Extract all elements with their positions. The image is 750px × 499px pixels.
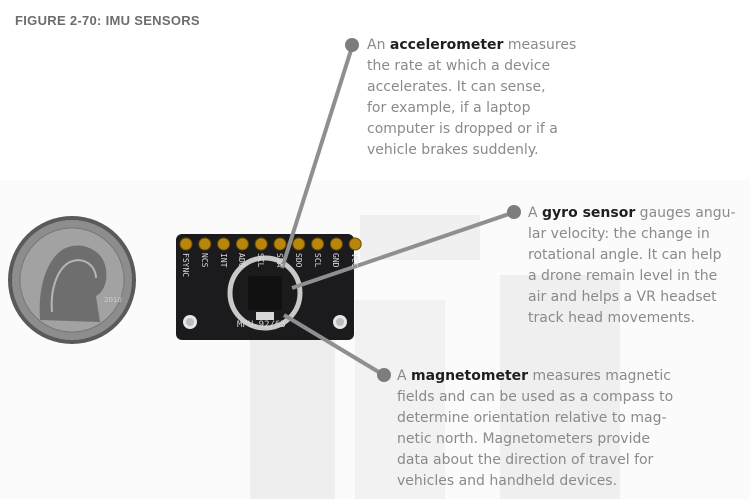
magnetometer-line-2: determine orientation relative to mag- [397, 408, 673, 429]
magnetometer-callout: A magnetometer measures magnetic fields … [397, 366, 673, 492]
pin-label: FSYNC [181, 253, 190, 277]
pin-label: SCL [256, 253, 265, 267]
gyro-lead: A [528, 205, 542, 221]
header-pin [293, 238, 305, 250]
magnetometer-line-4: data about the direction of travel for [397, 450, 673, 471]
magnetometer-line-1: fields and can be used as a compass to [397, 387, 673, 408]
pin-label: SDO [294, 253, 303, 267]
pin-label: ADO [237, 253, 246, 267]
header-pin [218, 238, 230, 250]
penny-coin [8, 216, 136, 344]
magnetometer-dot [377, 368, 391, 382]
coin-year: 2010 [104, 296, 122, 304]
pin-label: SDA [275, 253, 284, 267]
pin-label: VCC [350, 253, 359, 267]
accelerometer-dot [345, 38, 359, 52]
header-pin [274, 238, 286, 250]
board-model-label: MPU-92/65 [237, 320, 286, 330]
gyro-line-2: rotational angle. It can help [528, 245, 736, 266]
magnetometer-term: magnetometer [411, 368, 528, 384]
pin-label: INT [219, 253, 228, 267]
accelerometer-lead: An [367, 37, 390, 53]
magnetometer-line-5: vehicles and handheld devices. [397, 471, 673, 492]
accelerometer-callout: An accelerometer measures the rate at wh… [367, 35, 576, 161]
magnetometer-line-0: measures magnetic [528, 368, 671, 384]
accelerometer-term: accelerometer [390, 37, 504, 53]
pin-label: GND [331, 253, 340, 267]
magnetometer-lead: A [397, 368, 411, 384]
gyro-line-0: gauges angu- [635, 205, 735, 221]
accelerometer-line-2: accelerates. It can sense, [367, 77, 576, 98]
gyro-term: gyro sensor [542, 205, 635, 221]
gyro-line-1: lar velocity: the change in [528, 224, 736, 245]
magnetometer-line-3: netic north. Magnetometers provide [397, 429, 673, 450]
pin-label: SCL [313, 253, 322, 267]
header-pin [180, 238, 192, 250]
gyro-dot [507, 205, 521, 219]
header-pin [312, 238, 324, 250]
header-pin [349, 238, 361, 250]
pin-label: NCS [200, 253, 209, 267]
gyro-line-3: a drone remain level in the [528, 266, 736, 287]
accelerometer-line-4: computer is dropped or if a [367, 119, 576, 140]
header-pin [199, 238, 211, 250]
accelerometer-line-5: vehicle brakes suddenly. [367, 140, 576, 161]
gyro-line-5: track head movements. [528, 308, 736, 329]
header-pin [330, 238, 342, 250]
accelerometer-line-3: for example, if a laptop [367, 98, 576, 119]
header-pin [236, 238, 248, 250]
gyro-line-4: air and helps a VR headset [528, 287, 736, 308]
header-pin [255, 238, 267, 250]
accelerometer-line-1: the rate at which a device [367, 56, 576, 77]
accelerometer-line-0: measures [503, 37, 576, 53]
gyro-callout: A gyro sensor gauges angu- lar velocity:… [528, 203, 736, 329]
